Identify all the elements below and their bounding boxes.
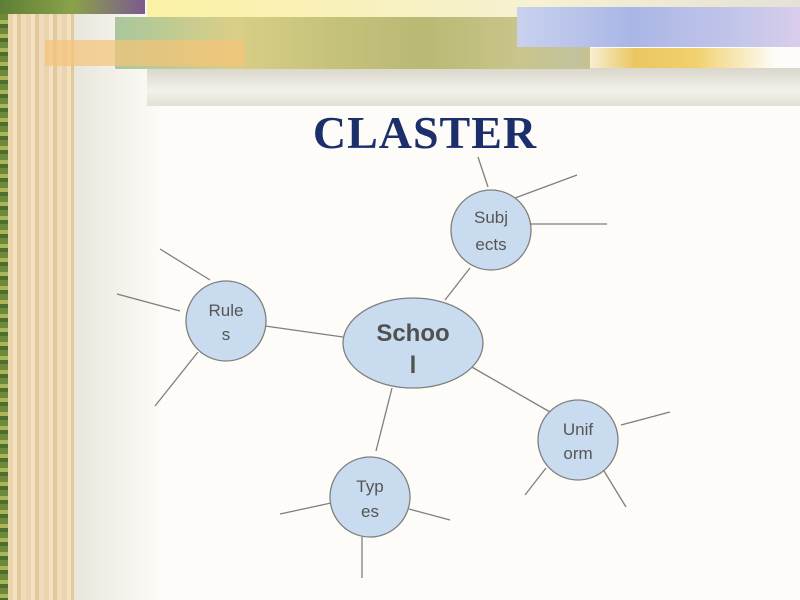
banner-orange: [45, 40, 245, 66]
branch-line: [514, 174, 578, 199]
branch-line: [159, 248, 211, 281]
subjects-label-1: Subj: [474, 208, 508, 227]
node-uniform: [537, 399, 619, 481]
node-rules: [185, 280, 267, 362]
branch-line: [408, 508, 451, 521]
line-school-types: [375, 387, 393, 452]
line-school-subjects: [444, 267, 471, 301]
branch-line: [279, 502, 332, 515]
node-subjects: [450, 189, 532, 271]
branch-line: [620, 411, 671, 426]
line-school-uniform: [469, 365, 551, 413]
branch-line: [524, 467, 547, 496]
decorative-corner: [0, 0, 145, 14]
uniform-label-2: orm: [563, 444, 592, 463]
connector-lines: [116, 156, 671, 578]
rules-label-2: s: [222, 325, 231, 344]
decorative-border: [0, 0, 8, 600]
branch-line: [116, 293, 181, 312]
branch-line: [477, 156, 489, 188]
uniform-label-1: Unif: [563, 420, 594, 439]
banner-blue: [517, 7, 800, 47]
types-label-1: Typ: [356, 477, 383, 496]
wood-strip: [8, 0, 74, 600]
school-label-1: Schoo: [376, 320, 449, 347]
line-school-rules: [264, 325, 344, 338]
slide-title: CLASTER: [312, 107, 538, 158]
branch-line: [603, 470, 627, 508]
node-types: [329, 456, 411, 538]
rules-label-1: Rule: [209, 301, 244, 320]
banner-gold: [575, 48, 775, 68]
school-label-2: l: [410, 352, 417, 379]
types-label-2: es: [361, 502, 379, 521]
branch-line: [154, 351, 199, 407]
banner-gray: [147, 68, 800, 106]
subjects-label-2: ects: [475, 235, 506, 254]
node-school: [342, 297, 484, 389]
